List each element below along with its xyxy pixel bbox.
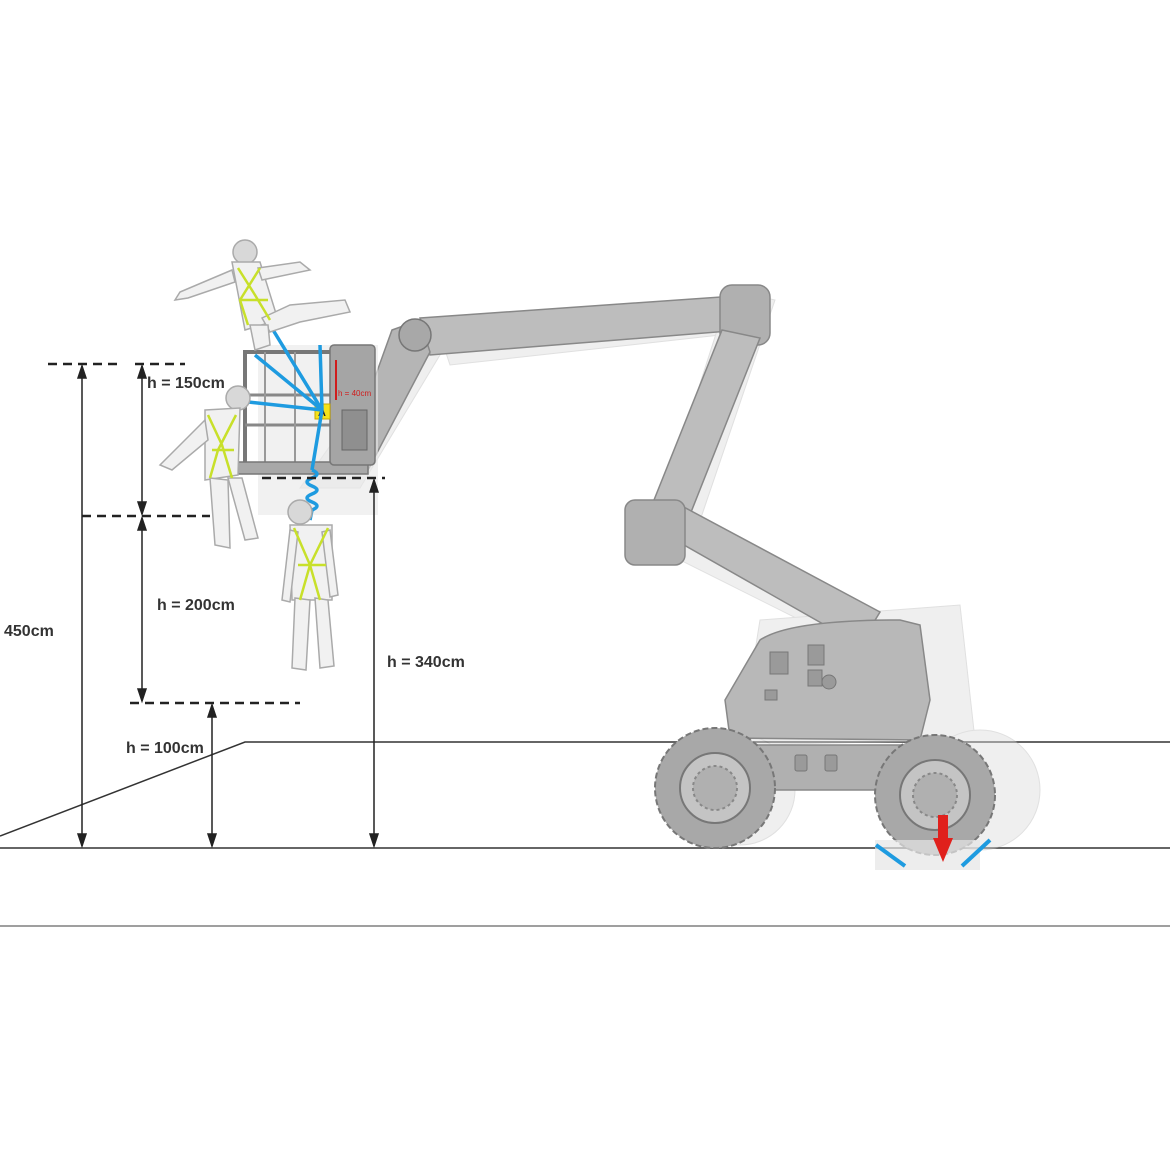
worker-top-head bbox=[232, 239, 258, 265]
jib-pivot bbox=[398, 318, 432, 352]
chock-right-icon bbox=[960, 838, 992, 868]
downward-force-arrow-icon bbox=[933, 815, 953, 862]
worker-bottom-harness bbox=[292, 527, 330, 601]
platform-height-label: h = 340cm bbox=[387, 654, 465, 671]
fall-middle-label: h = 200cm bbox=[157, 597, 235, 614]
chassis-slot-2 bbox=[824, 754, 838, 772]
control-panel-a bbox=[769, 651, 789, 675]
fall-top-label: h = 150cm bbox=[147, 375, 225, 392]
dimension-lines bbox=[48, 362, 385, 849]
worker-top-harness bbox=[236, 267, 272, 326]
control-box bbox=[341, 409, 368, 451]
control-panel-c bbox=[807, 669, 823, 687]
riser-joint bbox=[624, 499, 686, 566]
chock-left-icon bbox=[874, 843, 907, 868]
worker-middle bbox=[158, 385, 259, 549]
rear-wheel bbox=[874, 734, 996, 856]
turret-vent bbox=[764, 689, 778, 701]
guardrail-height-label: h = 40cm bbox=[338, 389, 371, 398]
worker-bottom bbox=[281, 499, 339, 671]
worker-middle-harness bbox=[206, 414, 238, 479]
boom-lift bbox=[344, 284, 996, 870]
total-height-label: 450cm bbox=[4, 623, 54, 640]
fall-bottom-label: h = 100cm bbox=[126, 740, 204, 757]
front-wheel bbox=[654, 727, 776, 849]
chassis-slot-1 bbox=[794, 754, 808, 772]
platform-basket: h = 40cm A bbox=[237, 344, 378, 515]
lanyards bbox=[229, 324, 324, 521]
control-panel-b bbox=[807, 644, 825, 666]
worker-middle-head bbox=[225, 385, 251, 411]
worker-top bbox=[173, 239, 352, 351]
turret-knob bbox=[821, 674, 837, 690]
worker-bottom-head bbox=[287, 499, 313, 525]
